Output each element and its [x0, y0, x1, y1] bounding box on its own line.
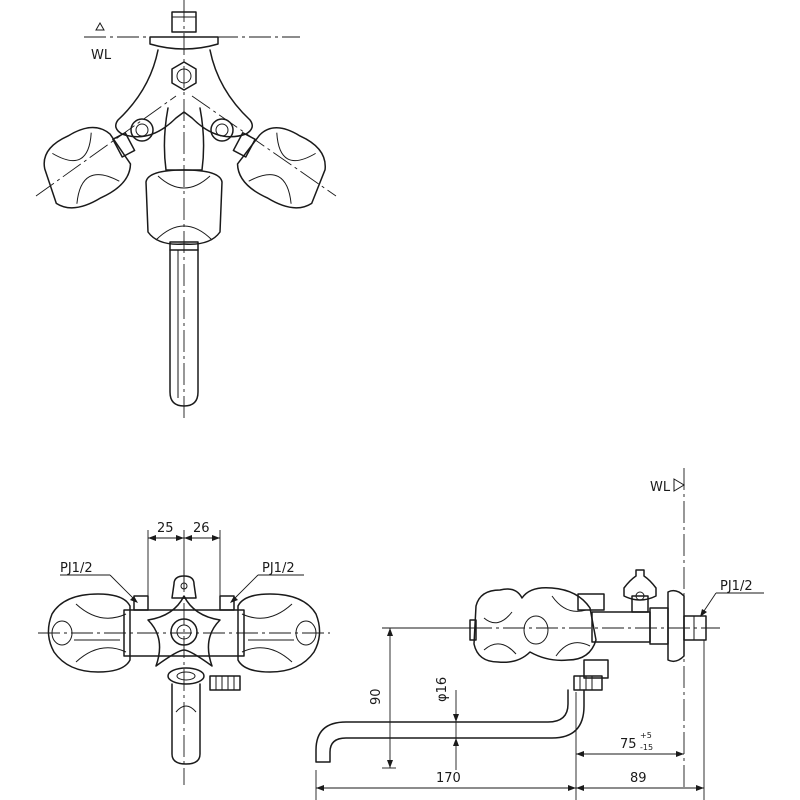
front-inlet-right	[219, 595, 235, 611]
pj-left-label: PJ1/2	[60, 561, 93, 576]
side-spout	[315, 689, 585, 763]
side-small-inlet	[577, 593, 605, 611]
side-wl-label: WL	[650, 480, 671, 495]
side-body	[591, 611, 651, 643]
dim-170-label: 170	[436, 771, 461, 786]
side-wall-flange	[667, 589, 685, 663]
dim-25-label: 25	[157, 521, 174, 536]
center-hex-nut	[171, 61, 197, 91]
dim-90-label: 90	[369, 688, 384, 705]
left-port	[130, 118, 154, 142]
front-spout	[171, 683, 201, 765]
dim-26-label: 26	[193, 521, 210, 536]
front-right-handle	[237, 593, 321, 673]
tol-plus-label: +5	[640, 731, 652, 740]
front-inlet-left	[133, 595, 149, 611]
side-view: WL PJ1/2	[315, 468, 764, 800]
dim-89-label: 89	[630, 771, 647, 786]
front-top-nut	[171, 575, 197, 599]
side-wl-triangle	[673, 478, 685, 492]
front-spout-joint	[167, 667, 205, 685]
dim-phi16-label: φ16	[435, 677, 450, 702]
front-left-handle	[47, 593, 131, 673]
top-view: WL	[35, 0, 337, 420]
front-view: 25 26 PJ1/2 PJ1/2	[38, 521, 330, 785]
top-centerline-right	[191, 95, 337, 197]
side-drain-knob	[573, 675, 603, 691]
dim-75-label: 75	[620, 737, 637, 752]
pj-side-label: PJ1/2	[720, 579, 753, 594]
top-wl-label: WL	[91, 48, 112, 63]
tol-minus-label: -15	[640, 743, 653, 752]
top-left-handle	[43, 126, 136, 209]
side-nut	[649, 607, 669, 645]
top-centerline-left	[35, 95, 177, 197]
top-wl-triangle	[95, 21, 105, 31]
front-drain-knob	[209, 675, 241, 691]
right-port	[210, 118, 234, 142]
pj-right-label: PJ1/2	[262, 561, 295, 576]
top-center-handle	[145, 169, 223, 245]
side-handles	[473, 586, 597, 664]
wall-flange	[149, 36, 219, 50]
side-top-bonnet	[623, 569, 657, 601]
top-right-handle	[232, 127, 326, 209]
